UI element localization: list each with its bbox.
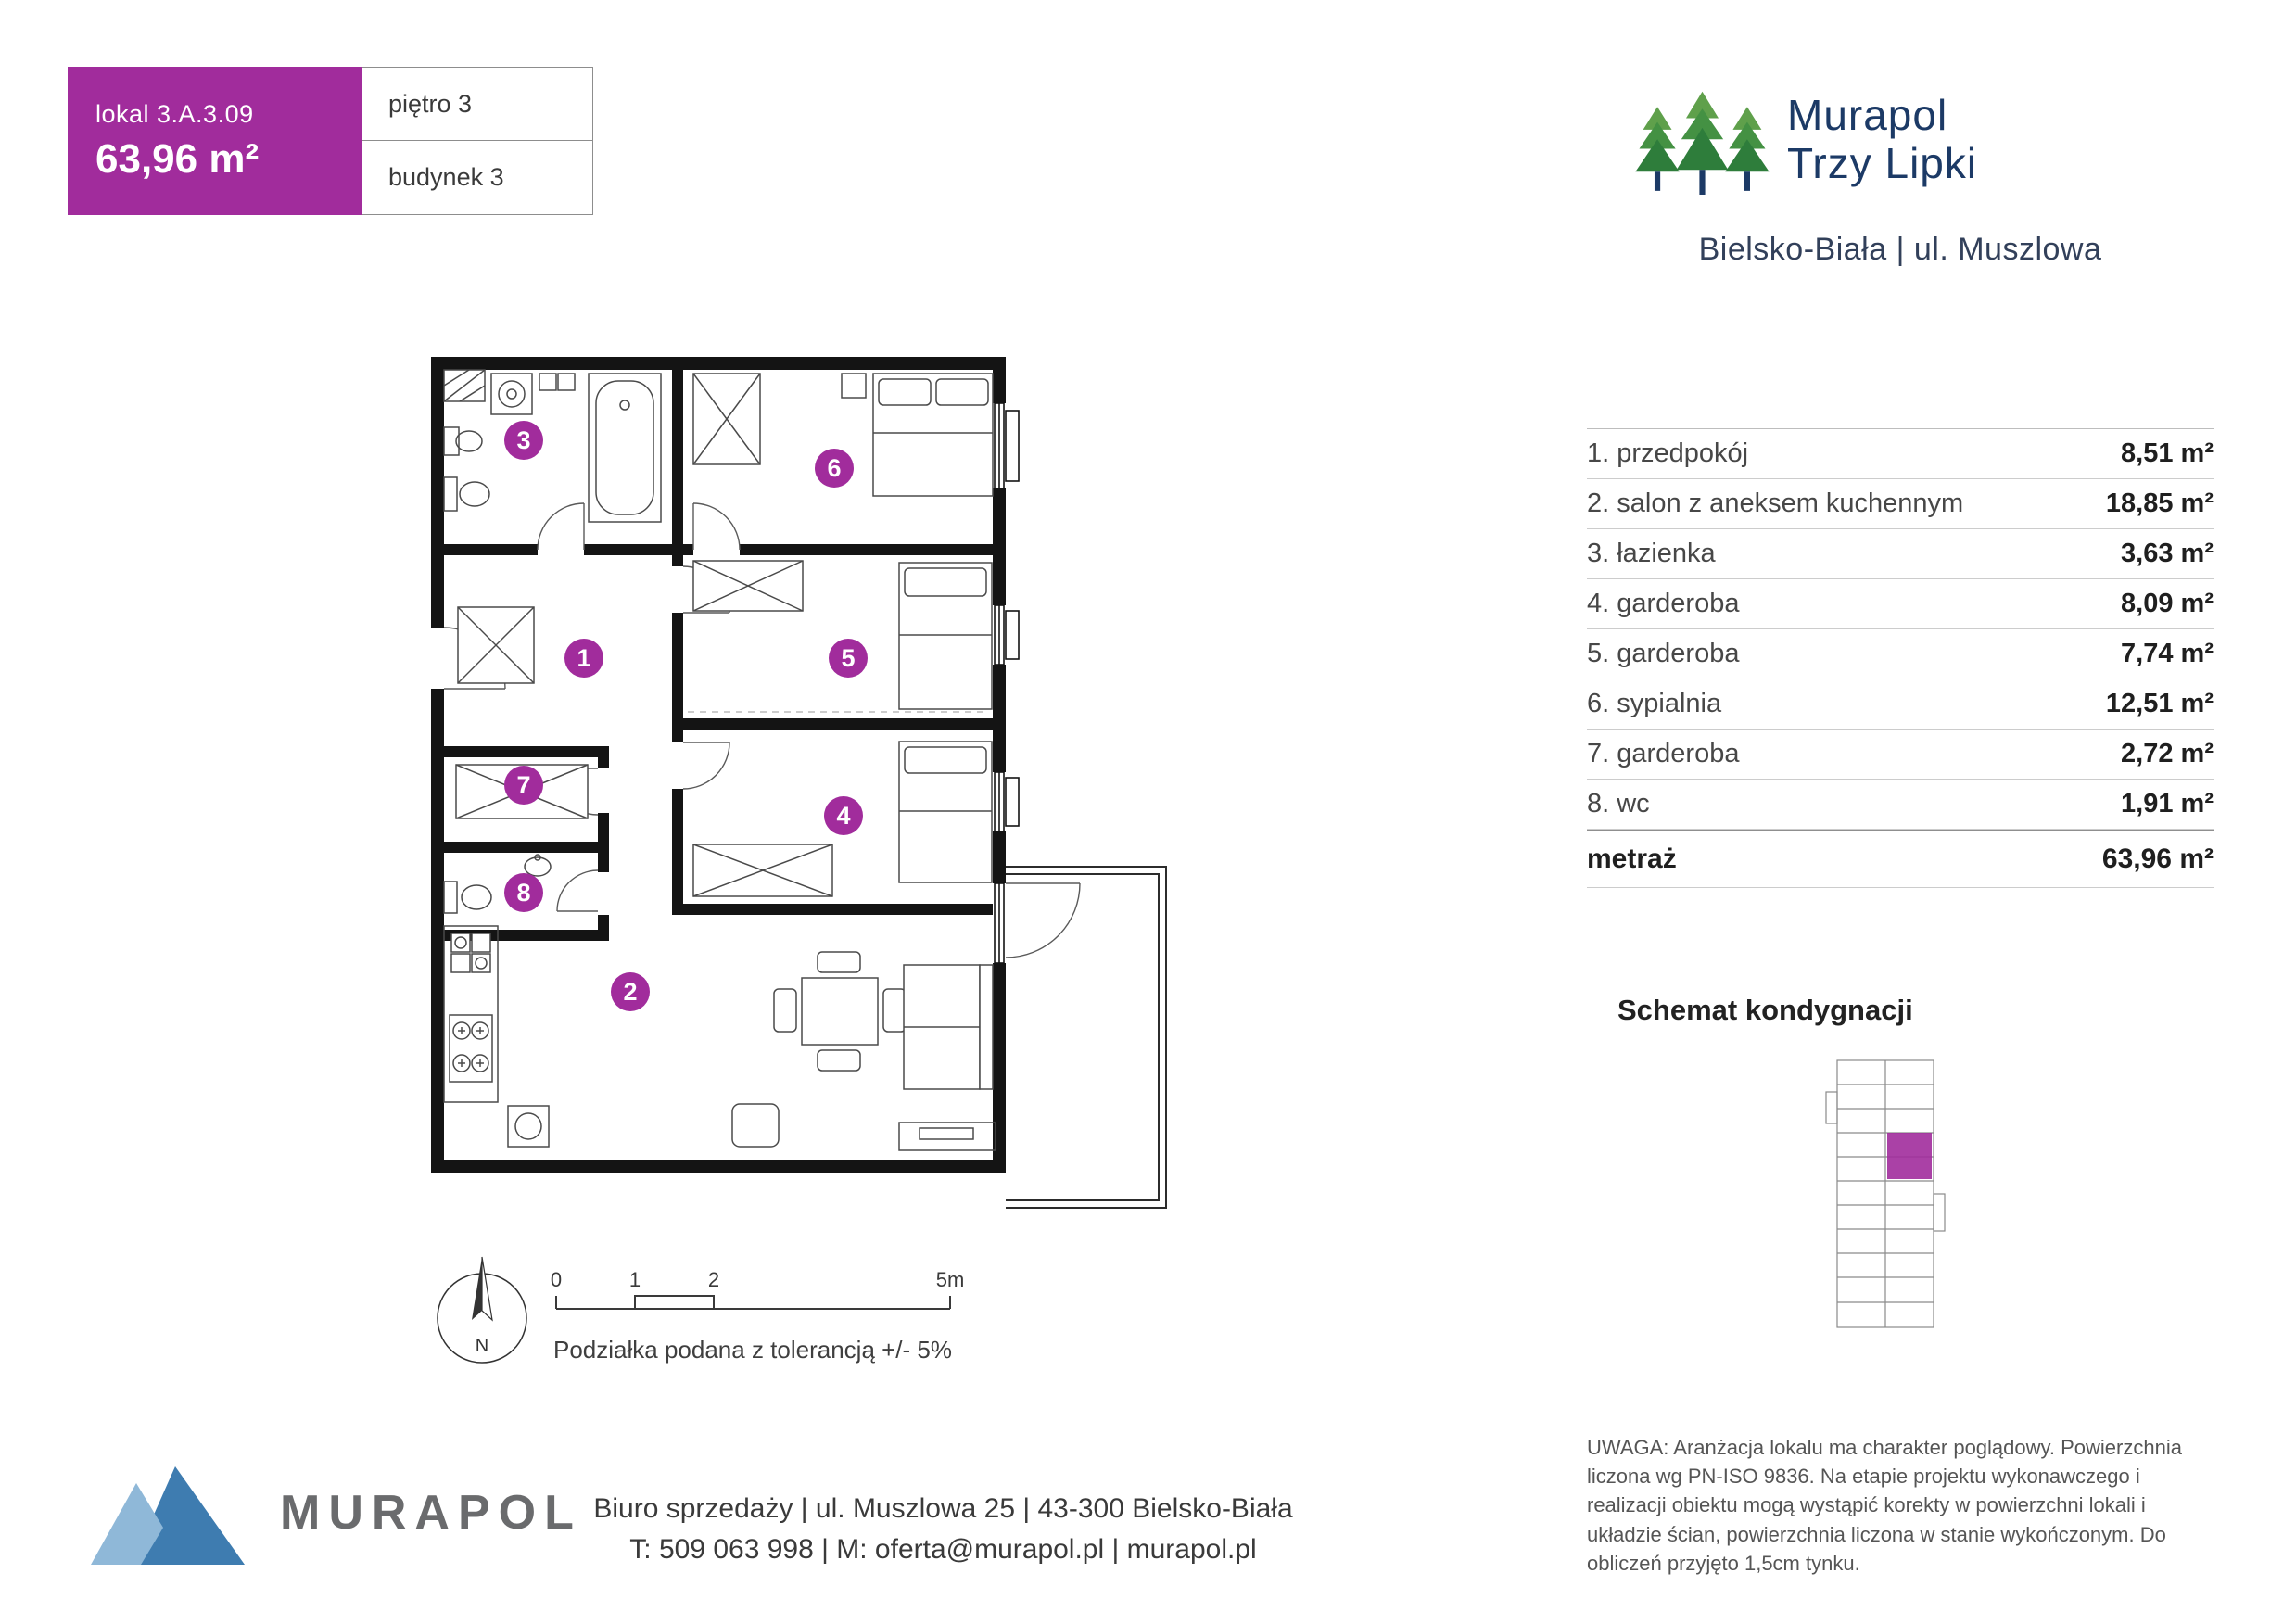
room-label: 1. przedpokój bbox=[1587, 438, 1749, 468]
scale-bar: 0 1 2 5m bbox=[551, 1268, 965, 1310]
svg-text:1: 1 bbox=[577, 644, 590, 672]
north-compass-icon: N bbox=[437, 1256, 527, 1364]
tree-left bbox=[1635, 107, 1680, 191]
balcony bbox=[1006, 866, 1167, 1209]
scale-tick-5m: 5m bbox=[936, 1268, 965, 1291]
sales-address: Biuro sprzedaży | ul. Muszlowa 25 | 43-3… bbox=[593, 1493, 1293, 1524]
unit-area: 63,96 m² bbox=[95, 135, 260, 182]
project-location: Bielsko-Biała | ul. Muszlowa bbox=[1698, 232, 2102, 267]
floor-text: piętro 3 bbox=[388, 89, 473, 118]
building-text: budynek 3 bbox=[388, 163, 504, 191]
room-row: 7. garderoba 2,72 m² bbox=[1587, 730, 2214, 780]
room-marker-6: 6 bbox=[815, 449, 854, 488]
total-row: metraż 63,96 m² bbox=[1587, 830, 2214, 888]
room-label: 8. wc bbox=[1587, 789, 1650, 818]
brand-name-line2: Trzy Lipki bbox=[1787, 139, 1978, 187]
room-label: 7. garderoba bbox=[1587, 739, 1740, 768]
room-row: 8. wc 1,91 m² bbox=[1587, 780, 2214, 830]
building-box: budynek 3 bbox=[362, 140, 593, 215]
scale-tick-1: 1 bbox=[629, 1268, 641, 1291]
building-outline bbox=[1825, 1059, 1946, 1328]
room-area: 3,63 m² bbox=[2121, 539, 2214, 568]
svg-text:3: 3 bbox=[516, 426, 530, 454]
total-area: 63,96 m² bbox=[2101, 844, 2214, 874]
windows bbox=[994, 402, 1020, 964]
room-row: 4. garderoba 8,09 m² bbox=[1587, 579, 2214, 629]
room-area: 18,85 m² bbox=[2105, 488, 2214, 518]
unit-number: lokal 3.A.3.09 bbox=[95, 99, 254, 128]
room-label: 2. salon z aneksem kuchennym bbox=[1587, 488, 1964, 518]
room-area: 7,74 m² bbox=[2121, 639, 2214, 668]
floor-plan: 1 2 3 4 5 6 7 bbox=[431, 357, 1167, 1209]
north-label: N bbox=[476, 1336, 488, 1356]
tree-center bbox=[1676, 91, 1729, 195]
svg-text:4: 4 bbox=[836, 802, 850, 830]
rooms-table: 1. przedpokój 8,51 m² 2. salon z aneksem… bbox=[1587, 428, 2214, 888]
floor-box: piętro 3 bbox=[362, 67, 593, 141]
room-marker-3: 3 bbox=[504, 421, 543, 460]
scale-tick-2: 2 bbox=[708, 1268, 719, 1291]
furniture bbox=[443, 369, 996, 1151]
svg-text:5: 5 bbox=[841, 644, 855, 672]
brand-name-line1: Murapol bbox=[1787, 91, 1948, 139]
room-markers: 1 2 3 4 5 6 7 bbox=[504, 421, 868, 1011]
floor-schema-title: Schemat kondygnacji bbox=[1617, 994, 1913, 1026]
murapol-logo-text: MURAPOL bbox=[280, 1486, 582, 1540]
svg-text:7: 7 bbox=[516, 771, 530, 799]
floor-schema-diagram bbox=[1825, 1059, 1946, 1328]
room-label: 3. łazienka bbox=[1587, 539, 1716, 568]
brand-name: Murapol Trzy Lipki bbox=[1787, 91, 1977, 187]
room-row: 5. garderoba 7,74 m² bbox=[1587, 629, 2214, 679]
room-marker-7: 7 bbox=[504, 766, 543, 805]
room-label: 5. garderoba bbox=[1587, 639, 1740, 668]
scale-tick-0: 0 bbox=[551, 1268, 562, 1291]
room-label: 6. sypialnia bbox=[1587, 689, 1722, 718]
room-area: 12,51 m² bbox=[2105, 689, 2214, 718]
murapol-trees-logo-icon bbox=[1635, 91, 1770, 195]
svg-text:6: 6 bbox=[827, 454, 841, 482]
room-row: 1. przedpokój 8,51 m² bbox=[1587, 428, 2214, 479]
unit-card: lokal 3.A.3.09 63,96 m² bbox=[68, 67, 362, 215]
room-row: 2. salon z aneksem kuchennym 18,85 m² bbox=[1587, 479, 2214, 529]
sales-office-info: Biuro sprzedaży | ul. Muszlowa 25 | 43-3… bbox=[524, 1489, 1363, 1570]
highlighted-unit bbox=[1887, 1133, 1932, 1179]
room-marker-5: 5 bbox=[829, 639, 868, 678]
svg-text:8: 8 bbox=[516, 879, 530, 907]
total-label: metraż bbox=[1587, 844, 1677, 874]
room-marker-4: 4 bbox=[824, 796, 863, 835]
room-area: 8,51 m² bbox=[2121, 438, 2214, 468]
room-row: 3. łazienka 3,63 m² bbox=[1587, 529, 2214, 579]
murapol-logo-icon bbox=[91, 1466, 245, 1565]
room-label: 4. garderoba bbox=[1587, 589, 1740, 618]
room-marker-1: 1 bbox=[564, 639, 603, 678]
room-marker-2: 2 bbox=[611, 972, 650, 1011]
sales-contact: T: 509 063 998 | M: oferta@murapol.pl | … bbox=[629, 1534, 1257, 1565]
scale-tolerance-note: Podziałka podana z tolerancją +/- 5% bbox=[553, 1336, 952, 1364]
svg-text:2: 2 bbox=[623, 978, 637, 1006]
room-area: 8,09 m² bbox=[2121, 589, 2214, 618]
room-marker-8: 8 bbox=[504, 873, 543, 912]
room-row: 6. sypialnia 12,51 m² bbox=[1587, 679, 2214, 730]
disclaimer: UWAGA: Aranżacja lokalu ma charakter pog… bbox=[1587, 1436, 2182, 1575]
tree-right bbox=[1725, 107, 1770, 191]
room-area: 2,72 m² bbox=[2121, 739, 2214, 768]
room-area: 1,91 m² bbox=[2121, 789, 2214, 818]
